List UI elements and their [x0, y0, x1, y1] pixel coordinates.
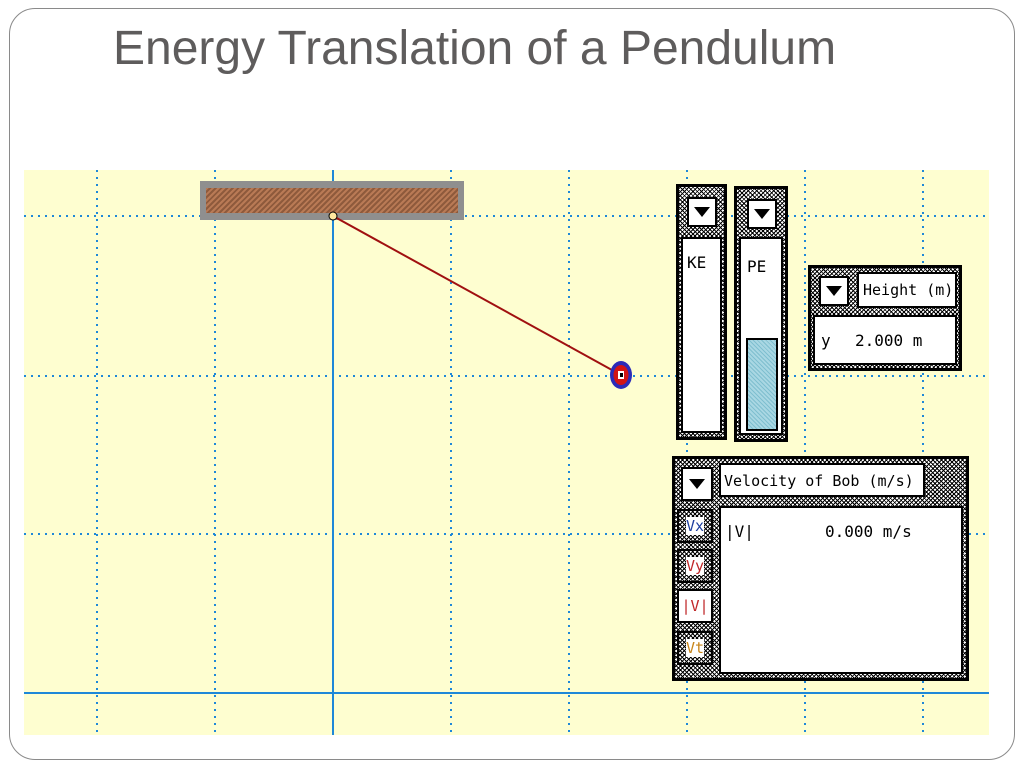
vt-label: Vt [685, 639, 705, 657]
slide-title: Energy Translation of a Pendulum [113, 22, 837, 75]
pe-dropdown-button[interactable] [747, 199, 777, 229]
height-value: 2.000 m [855, 331, 923, 350]
vx-label: Vx [685, 517, 705, 535]
ke-meter: KE [676, 184, 727, 440]
velocity-meter: Velocity of Bob (m/s) |V| 0.000 m/s Vx V… [672, 456, 969, 681]
velocity-title-box: Velocity of Bob (m/s) [719, 463, 925, 497]
velocity-readout-value: 0.000 m/s [825, 522, 912, 541]
pendulum [328, 211, 632, 389]
chevron-down-icon [694, 207, 710, 217]
ke-label: KE [687, 253, 707, 272]
velocity-dropdown-button[interactable] [681, 467, 713, 501]
pendulum-rod [332, 215, 622, 376]
vx-button[interactable]: Vx [677, 509, 713, 543]
chevron-down-icon [754, 209, 770, 219]
pivot [328, 211, 338, 221]
height-title: Height (m) [863, 281, 954, 299]
height-var: y [821, 331, 831, 350]
vt-button[interactable]: Vt [677, 631, 713, 665]
v-magnitude-button[interactable]: |V| [677, 589, 713, 623]
ke-dropdown-button[interactable] [687, 197, 717, 227]
simulation-area[interactable]: KE PE Height (m) y 2.000 m Velocity of B… [24, 170, 989, 735]
height-dropdown-button[interactable] [819, 276, 849, 306]
pendulum-bob[interactable] [610, 361, 632, 389]
chevron-down-icon [826, 286, 842, 296]
pe-bar-fill [746, 338, 778, 431]
vy-button[interactable]: Vy [677, 549, 713, 583]
chevron-down-icon [689, 479, 705, 489]
pe-meter: PE [734, 186, 788, 442]
vy-label: Vy [685, 557, 705, 575]
velocity-readout: |V| 0.000 m/s [719, 506, 963, 674]
pe-label: PE [747, 257, 767, 276]
pendulum-ceiling [200, 181, 464, 220]
velocity-readout-label: |V| [725, 522, 754, 541]
height-readout: y 2.000 m [813, 315, 957, 365]
height-title-box: Height (m) [857, 272, 957, 308]
ke-bar-track: KE [681, 237, 722, 433]
pe-bar-track: PE [739, 237, 783, 435]
height-meter: Height (m) y 2.000 m [808, 265, 962, 371]
v-magnitude-label: |V| [681, 597, 709, 615]
velocity-title: Velocity of Bob (m/s) [724, 472, 914, 490]
ceiling-hatch [206, 188, 458, 213]
